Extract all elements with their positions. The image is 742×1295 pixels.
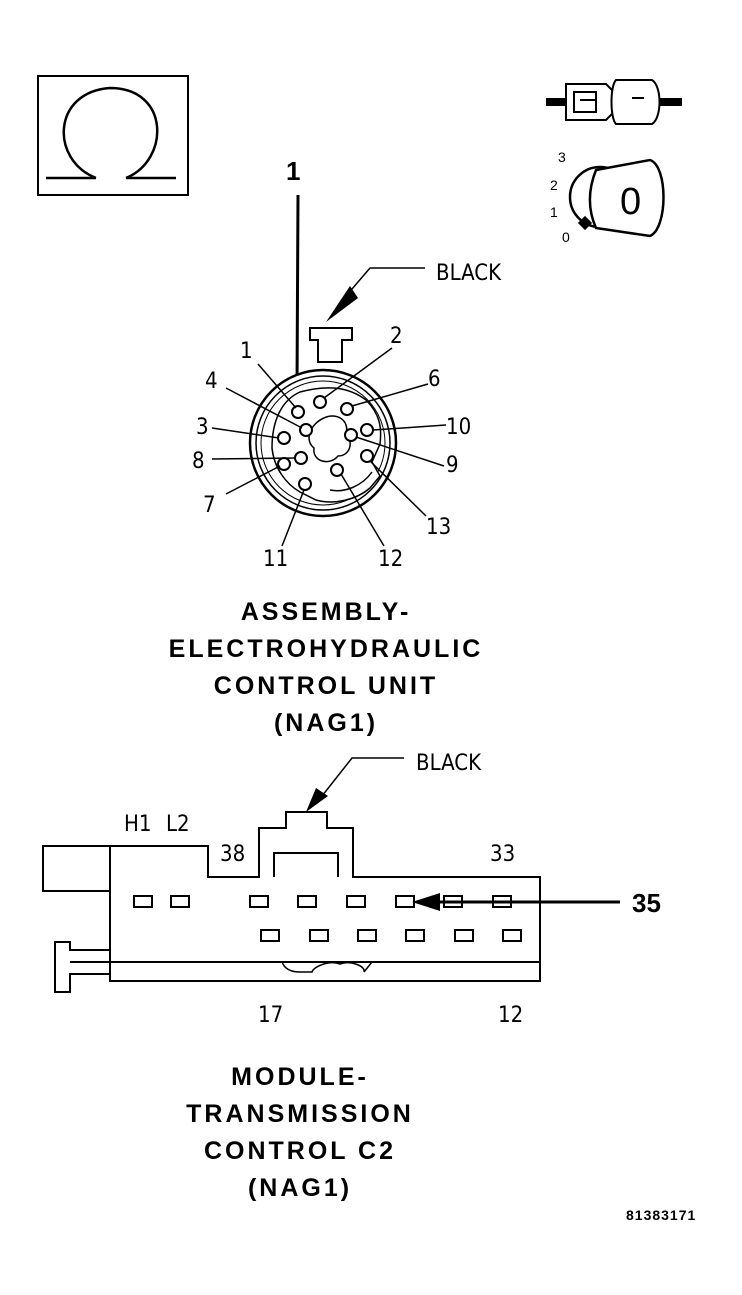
black-label-top: BLACK	[326, 261, 502, 322]
pin-label-6: 6	[428, 367, 441, 392]
key-position-2: 2	[550, 177, 558, 193]
pin-label-7: 7	[203, 493, 216, 518]
pin-h1	[133, 895, 153, 908]
rect-connector-labels: H1 L2 38 33 17 12	[124, 812, 523, 1028]
pin-38	[249, 895, 269, 908]
key-position-3: 3	[558, 149, 566, 165]
top-title-line-3: CONTROL UNIT	[214, 672, 438, 700]
black-label-bottom: BLACK	[306, 751, 482, 812]
connector-icon	[546, 79, 682, 125]
pin-label-11: 11	[263, 547, 288, 572]
callout-35-label: 35	[632, 888, 661, 918]
rect-connector-pins	[133, 895, 522, 942]
pin-label-9: 9	[446, 453, 459, 478]
pin-12	[502, 929, 522, 942]
top-connector-title: ASSEMBLY- ELECTROHYDRAULIC CONTROL UNIT …	[169, 598, 484, 737]
pin-35	[395, 895, 415, 908]
label-l2: L2	[166, 812, 190, 837]
label-h1: H1	[124, 812, 151, 837]
pin-2	[313, 395, 327, 409]
label-33: 33	[490, 842, 515, 867]
pin-label-1: 1	[240, 339, 253, 364]
round-connector	[248, 327, 398, 518]
pin-10	[360, 423, 374, 437]
pin-11	[298, 477, 312, 491]
callout-1-label: 1	[286, 156, 300, 186]
top-title-line-2: ELECTROHYDRAULIC	[169, 635, 484, 663]
pin-label-8: 8	[192, 449, 205, 474]
pin-l2	[170, 895, 190, 908]
bottom-connector-title: MODULE- TRANSMISSION CONTROL C2 (NAG1)	[186, 1063, 414, 1202]
color-label-top: BLACK	[436, 261, 502, 286]
pin-numbers: 1 2 3 4 6 7 8 9 10 11 12 13	[192, 324, 471, 572]
key-position-1: 1	[550, 204, 558, 220]
pin-label-10: 10	[446, 415, 471, 440]
pin-label-12: 12	[378, 547, 403, 572]
pin-3	[277, 431, 291, 445]
label-38: 38	[220, 842, 245, 867]
key-position-0: 0	[562, 229, 570, 245]
pin-6	[340, 402, 354, 416]
callout-35-arrow: 35	[412, 888, 661, 918]
pin-leader-lines	[211, 347, 447, 547]
pin-8	[294, 451, 308, 465]
figure-id: 81383171	[626, 1207, 696, 1223]
pin-label-13: 13	[426, 515, 451, 540]
pin-9	[344, 428, 358, 442]
bottom-title-line-2: TRANSMISSION	[186, 1100, 414, 1128]
label-17: 17	[258, 1003, 283, 1028]
pin-12	[330, 463, 344, 477]
pin-4	[299, 423, 313, 437]
ohm-symbol-icon	[37, 75, 189, 196]
pin-13	[360, 449, 374, 463]
callout-1-arrow: 1	[286, 156, 305, 404]
pin-label-4: 4	[205, 369, 218, 394]
pin-1	[291, 405, 305, 419]
bottom-title-line-3: CONTROL C2	[204, 1137, 396, 1165]
pin-label-3: 3	[196, 415, 209, 440]
top-title-line-4: (NAG1)	[274, 709, 378, 737]
ignition-key-icon: 3 2 1 0 0	[550, 149, 665, 245]
key-glyph: 0	[620, 181, 641, 223]
top-title-line-1: ASSEMBLY-	[241, 598, 412, 626]
label-12: 12	[498, 1003, 523, 1028]
bottom-title-line-4: (NAG1)	[248, 1174, 352, 1202]
bottom-title-line-1: MODULE-	[231, 1063, 369, 1091]
pin-7	[277, 457, 291, 471]
pin-label-2: 2	[390, 324, 403, 349]
rect-connector	[42, 811, 541, 993]
round-connector-pins	[277, 395, 374, 491]
pin-17	[260, 929, 280, 942]
color-label-bottom: BLACK	[416, 751, 482, 776]
